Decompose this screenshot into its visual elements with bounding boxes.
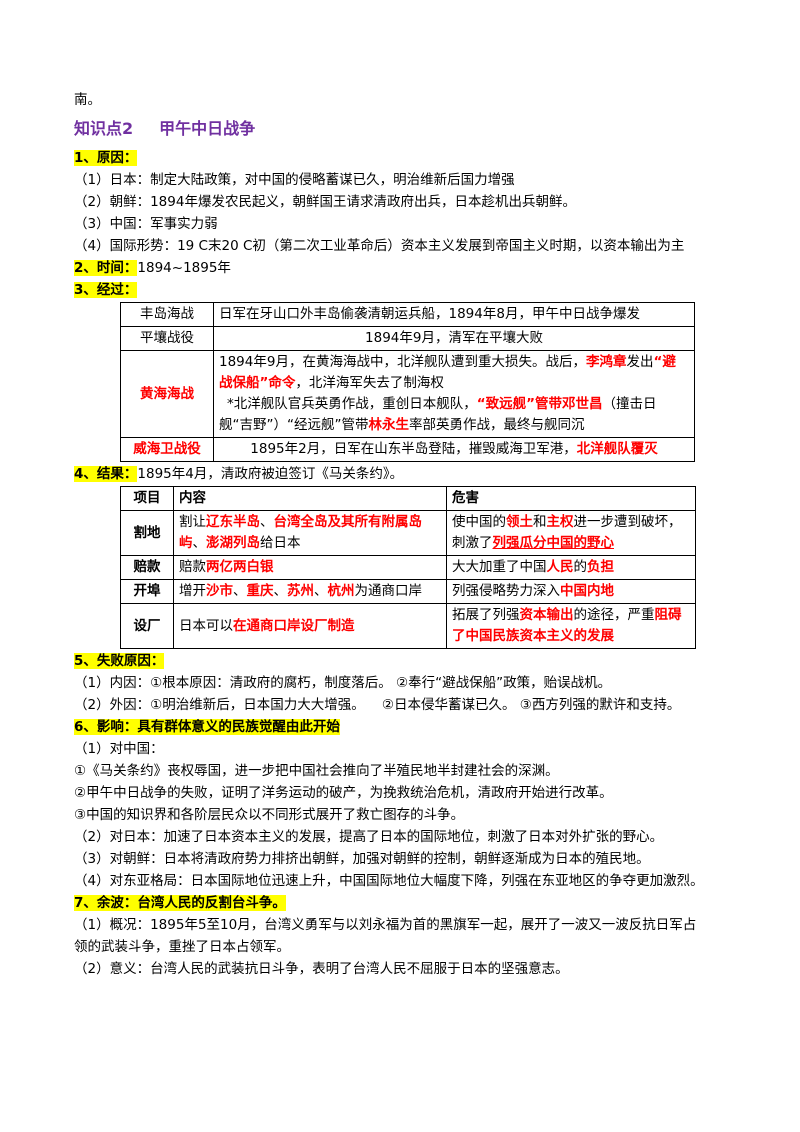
- intro-text: 南。: [74, 92, 101, 108]
- table-row: 丰岛海战 日军在牙山口外丰岛偷袭清朝运兵船，1894年8月，甲午中日战争爆发: [120, 302, 695, 327]
- table-row: 赔款 赔款两亿两白银 大大加重了中国人民的负担: [120, 555, 696, 580]
- result-heading: 4、结果：: [74, 466, 138, 482]
- col-header: 危害: [446, 486, 696, 511]
- treaty-item: 开埠: [120, 579, 174, 604]
- treaty-content: 赔款两亿两白银: [173, 555, 447, 580]
- col-header: 项目: [120, 486, 174, 511]
- treaty-item: 设厂: [120, 603, 174, 649]
- time-value: 1894~1895年: [137, 260, 231, 276]
- battle-desc: 日军在牙山口外丰岛偷袭清朝运兵船，1894年8月，甲午中日战争爆发: [213, 302, 695, 327]
- treaty-item: 赔款: [120, 555, 174, 580]
- process-table: 丰岛海战 日军在牙山口外丰岛偷袭清朝运兵船，1894年8月，甲午中日战争爆发 平…: [120, 302, 695, 462]
- table-row: 开埠 增开沙市、重庆、苏州、杭州为通商口岸 列强侵略势力深入中国内地: [120, 579, 696, 604]
- treaty-harm: 拓展了列强资本输出的途径，严重阻碍了中国民族资本主义的发展: [446, 603, 696, 649]
- cause-item: （2）朝鲜：1894年爆发农民起义，朝鲜国王请求清政府出兵，日本趁机出兵朝鲜。: [74, 194, 576, 210]
- result-line: 4、结果：1895年4月，清政府被迫签订《马关条约》。: [74, 464, 734, 484]
- battle-name: 丰岛海战: [120, 302, 214, 327]
- time-line: 2、时间：1894~1895年: [74, 258, 734, 278]
- table-row: 平壤战役 1894年9月，清军在平壤大败: [120, 326, 695, 351]
- treaty-harm: 使中国的领土和主权进一步遭到破坏，刺激了列强瓜分中国的野心: [446, 510, 696, 556]
- failure-item: （2）外因：①明治维新后，日本国力大大增强。 ②日本侵华蓄谋已久。 ③西方列强的…: [74, 697, 681, 713]
- treaty-harm: 大大加重了中国人民的负担: [446, 555, 696, 580]
- failure-heading: 5、失败原因：: [74, 653, 165, 669]
- impact-item: （3）对朝鲜：日本将清政府势力排挤出朝鲜，加强对朝鲜的控制，朝鲜逐渐成为日本的殖…: [74, 851, 650, 867]
- cause-item: （4）国际形势：19 C末20 C初（第二次工业革命后）资本主义发展到帝国主义时…: [74, 238, 685, 254]
- battle-desc: 1895年2月，日军在山东半岛登陆，摧毁威海卫军港，北洋舰队覆灭: [213, 437, 695, 462]
- section-title: 知识点2 甲午中日战争: [74, 118, 734, 140]
- table-row: 威海卫战役 1895年2月，日军在山东半岛登陆，摧毁威海卫军港，北洋舰队覆灭: [120, 437, 695, 462]
- treaty-item: 割地: [120, 510, 174, 556]
- treaty-table: 项目 内容 危害 割地 割让辽东半岛、台湾全岛及其所有附属岛屿、澎湖列岛给日本 …: [120, 486, 696, 649]
- result-text: 1895年4月，清政府被迫签订《马关条约》。: [137, 466, 404, 482]
- impact-item: （4）对东亚格局：日本国际地位迅速上升，中国国际地位大幅度下降，列强在东亚地区的…: [74, 873, 704, 889]
- table-header-row: 项目 内容 危害: [120, 486, 696, 511]
- time-heading: 2、时间：: [74, 260, 138, 276]
- aftermath-heading: 7、余波：台湾人民的反割台斗争。: [74, 895, 286, 911]
- table-row: 设厂 日本可以在通商口岸设厂制造 拓展了列强资本输出的途径，严重阻碍了中国民族资…: [120, 603, 696, 649]
- section-heading: 甲午中日战争: [159, 119, 256, 138]
- battle-name: 黄海海战: [120, 350, 214, 438]
- aftermath-item: 领的武装斗争，重挫了日本占领军。: [74, 939, 290, 955]
- treaty-harm: 列强侵略势力深入中国内地: [446, 579, 696, 604]
- battle-name: 平壤战役: [120, 326, 214, 351]
- impact-item: ②甲午中日战争的失败，证明了洋务运动的破产，为挽救统治危机，清政府开始进行改革。: [74, 785, 613, 801]
- impact-item: ①《马关条约》丧权辱国，进一步把中国社会推向了半殖民地半封建社会的深渊。: [74, 763, 559, 779]
- impact-item: ③中国的知识界和各阶层民众以不同形式展开了救亡图存的斗争。: [74, 807, 465, 823]
- treaty-content: 日本可以在通商口岸设厂制造: [173, 603, 447, 649]
- battle-desc: 1894年9月，清军在平壤大败: [213, 326, 695, 351]
- impact-item: （1）对中国：: [74, 741, 164, 757]
- col-header: 内容: [173, 486, 447, 511]
- section-label: 知识点2: [74, 119, 134, 138]
- aftermath-item: （1）概况：1895年5至10月，台湾义勇军与以刘永福为首的黑旗军一起，展开了一…: [74, 917, 697, 933]
- cause-item: （1）日本：制定大陆政策，对中国的侵略蓄谋已久，明治维新后国力增强: [74, 172, 515, 188]
- impact-item: （2）对日本：加速了日本资本主义的发展，提高了日本的国际地位，刺激了日本对外扩张…: [74, 829, 664, 845]
- battle-desc: 1894年9月，在黄海海战中，北洋舰队遭到重大损失。战后，李鸿章发出“避战保船”…: [213, 350, 695, 438]
- table-row: 黄海海战 1894年9月，在黄海海战中，北洋舰队遭到重大损失。战后，李鸿章发出“…: [120, 350, 695, 438]
- failure-item: （1）内因：①根本原因：清政府的腐朽，制度落后。 ②奉行“避战保船”政策，贻误战…: [74, 675, 612, 691]
- treaty-content: 增开沙市、重庆、苏州、杭州为通商口岸: [173, 579, 447, 604]
- cause-item: （3）中国：军事实力弱: [74, 216, 218, 232]
- process-heading: 3、经过：: [74, 282, 138, 298]
- table-row: 割地 割让辽东半岛、台湾全岛及其所有附属岛屿、澎湖列岛给日本 使中国的领土和主权…: [120, 510, 696, 556]
- aftermath-item: （2）意义：台湾人民的武装抗日斗争，表明了台湾人民不屈服于日本的坚强意志。: [74, 961, 569, 977]
- impact-heading: 6、影响：具有群体意义的民族觉醒由此开始: [74, 719, 340, 735]
- treaty-content: 割让辽东半岛、台湾全岛及其所有附属岛屿、澎湖列岛给日本: [173, 510, 447, 556]
- document-page: 南。 知识点2 甲午中日战争 1、原因： （1）日本：制定大陆政策，对中国的侵略蓄…: [74, 90, 734, 981]
- battle-name: 威海卫战役: [120, 437, 214, 462]
- causes-heading: 1、原因：: [74, 150, 138, 166]
